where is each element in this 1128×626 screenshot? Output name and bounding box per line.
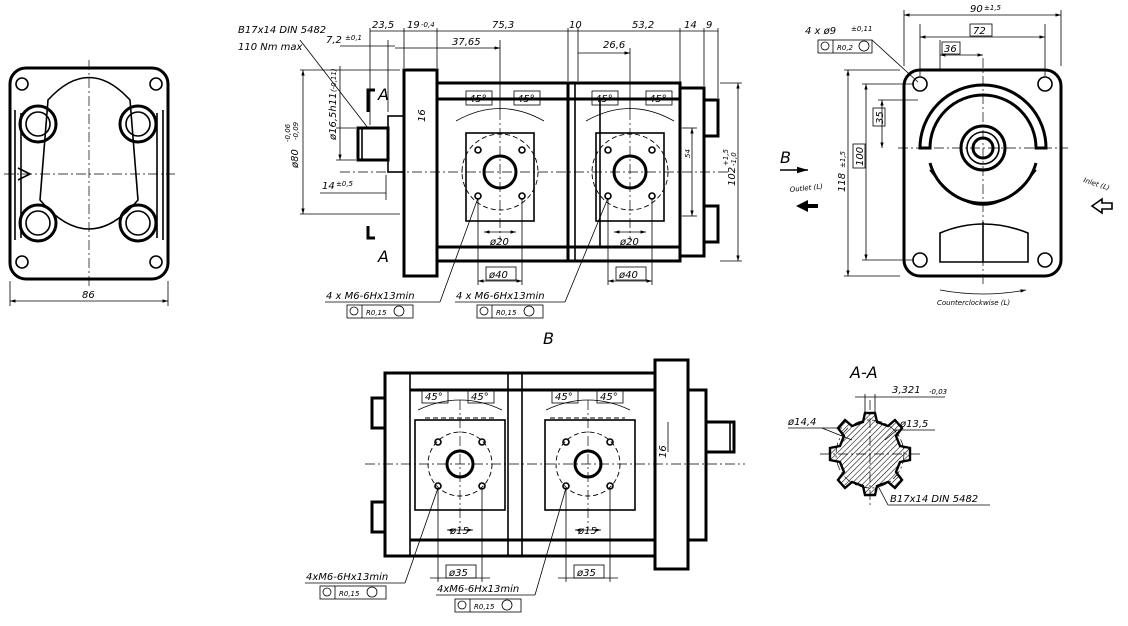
port-dia-1: ø20 (489, 237, 509, 248)
dim-54: 54 (684, 149, 692, 158)
dim-53-2: 53,2 (632, 20, 654, 31)
shaft-dia-tol: (-0,11) (330, 68, 338, 92)
bottom-view-title: B (543, 329, 554, 348)
dim-102-tol-hi: +1,5 (722, 148, 730, 166)
dim-23-5: 23,5 (372, 20, 394, 31)
dim-14-4: ø14,4 (787, 417, 816, 428)
front-angle-2: 45° (517, 94, 535, 105)
dim-3-321: 3,321 (892, 385, 921, 396)
hole-note: 4 x ø9 (805, 26, 836, 37)
front-spline-note: B17x14 DIN 5482 (238, 25, 326, 36)
port-bottom-left (18, 203, 58, 243)
port-top-left (18, 104, 58, 144)
bottom-dim-16: 16 (658, 445, 669, 458)
front-angle-3: 45° (595, 94, 613, 105)
front-view: 45° 45° 45° 45° 23,5 19 -0,4 75,3 10 53,… (238, 20, 742, 319)
dim-14: 14 (684, 20, 697, 31)
dim-118: 118 (837, 173, 848, 192)
bolt-dia-1: ø40 (488, 270, 508, 281)
bottom-angle-2: 45° (471, 392, 489, 403)
dim-7-2: 7,2 (326, 35, 342, 46)
tol-frame-2: R0,15 (496, 309, 517, 317)
section-mark-top: A (377, 85, 389, 104)
bottom-angle-3: 45° (555, 392, 573, 403)
dim-19: 19 (407, 20, 420, 31)
view-letter-b: B (780, 148, 791, 167)
dim-14b-tol: ±0,5 (336, 180, 354, 188)
pilot-tol-lo: -0,09 (292, 121, 300, 140)
inlet-label: Inlet (L) (1082, 176, 1110, 192)
dim-35: 35 (875, 111, 886, 124)
dim-36: 36 (944, 44, 957, 55)
dim-13-5: ø13,5 (899, 419, 928, 430)
dim-7-2-tol: ±0,1 (345, 34, 362, 42)
dim-102-tol-lo: -1,0 (730, 152, 738, 166)
dim-9: 9 (706, 20, 712, 31)
bottom-port-dia-2: ø15 (577, 526, 597, 537)
dim-118-tol: ±1,5 (839, 150, 847, 168)
pilot-dia: ø80 (290, 149, 301, 169)
thread-note-2: 4 x M6-6Hx13min (456, 291, 545, 302)
left-width-dim: 86 (82, 290, 95, 301)
bottom-tol-frame-2: R0,15 (474, 603, 495, 611)
bottom-angle-1: 45° (425, 392, 443, 403)
dim-3-321-tol: -0,03 (929, 388, 947, 396)
bottom-thread-note-2: 4xM6-6Hx13min (437, 584, 519, 595)
left-flange-view: 86 (4, 60, 175, 306)
outlet-label: Outlet (L) (789, 183, 823, 194)
bolt-dia-2: ø40 (618, 270, 638, 281)
bottom-view-b: B 45° 45° (305, 329, 745, 613)
right-rear-view: 90 ±1,5 72 36 4 x ø9 ±0,11 R0,2 118 ±1,5… (780, 4, 1113, 307)
rotation-label: Counterclockwise (L) (937, 299, 1010, 307)
dim-37-65: 37,65 (452, 37, 481, 48)
hole-frame: R0,2 (837, 44, 854, 52)
dim-75-3: 75,3 (492, 20, 514, 31)
section-title: A-A (849, 363, 878, 382)
dim-100: 100 (855, 147, 866, 166)
dim-102: 102 (727, 167, 738, 186)
bottom-tol-frame-1: R0,15 (339, 590, 360, 598)
dim-90: 90 (970, 4, 983, 15)
pilot-tol-hi: -0,06 (284, 123, 292, 142)
section-spline-note: B17x14 DIN 5482 (890, 494, 978, 505)
front-angle-1: 45° (469, 94, 487, 105)
port-bottom-right (118, 203, 158, 243)
hole-tol: ±0,11 (851, 25, 872, 33)
front-angle-4: 45° (649, 94, 667, 105)
dim-16: 16 (417, 109, 428, 122)
port-dia-2: ø20 (619, 237, 639, 248)
dim-14b: 14 (322, 181, 335, 192)
port-top-right (118, 104, 158, 144)
bottom-bolt-dia-1: ø35 (448, 568, 468, 579)
dim-26-6: 26,6 (603, 40, 625, 51)
tol-frame-1: R0,15 (366, 309, 387, 317)
dim-10: 10 (569, 20, 582, 31)
bottom-angle-4: 45° (600, 392, 618, 403)
dim-19-tol: -0,4 (421, 21, 435, 29)
bottom-port-dia-1: ø15 (449, 526, 469, 537)
bottom-bolt-dia-2: ø35 (576, 568, 596, 579)
section-mark-bottom: A (377, 247, 389, 266)
bottom-thread-note-1: 4xM6-6Hx13min (306, 572, 388, 583)
dim-90-tol: ±1,5 (984, 4, 1002, 12)
section-a-a: A-A 3,321 -0,03 ø14,4 ø13,5 B17x14 DIN 5… (787, 363, 990, 506)
front-torque-note: 110 Nm max (238, 42, 303, 53)
shaft-dia: ø16,5h11 (328, 93, 339, 141)
thread-note-1: 4 x M6-6Hx13min (326, 291, 415, 302)
dim-72: 72 (973, 26, 986, 37)
